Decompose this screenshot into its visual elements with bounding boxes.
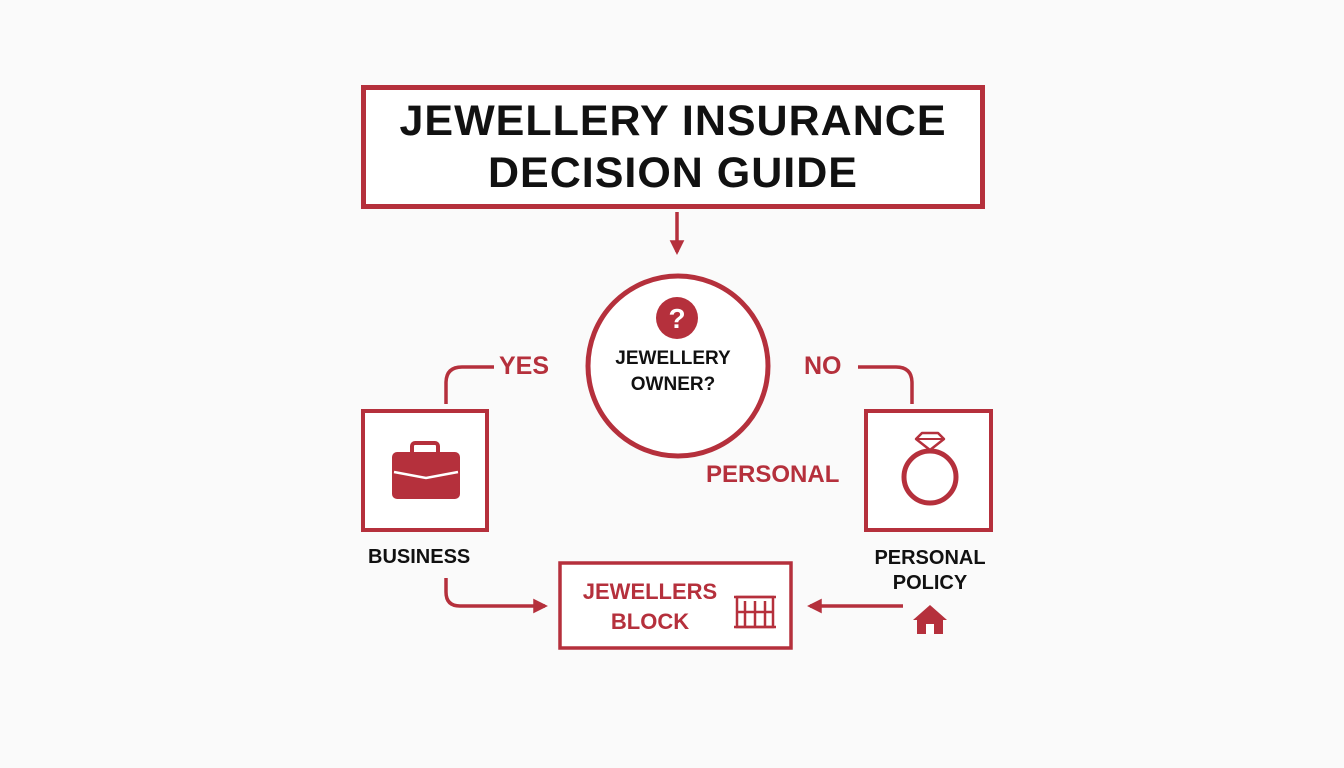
no-connector — [858, 365, 914, 404]
result-box — [558, 561, 793, 650]
diamond-ring-icon — [901, 431, 959, 506]
business-box — [361, 409, 489, 532]
personal-policy-line-2: POLICY — [892, 572, 968, 594]
building-icon — [734, 595, 776, 629]
title-box: JEWELLERY INSURANCE DECISION GUIDE — [361, 85, 985, 209]
decision-line-1: JEWELLERY — [615, 348, 731, 369]
decision-line-2: OWNER? — [630, 374, 716, 395]
personal-box — [864, 409, 993, 532]
svg-text:?: ? — [668, 303, 685, 334]
yes-connector — [444, 365, 494, 404]
result-label: JEWELLERS BLOCK — [560, 577, 740, 637]
personal-tag: PERSONAL — [706, 461, 840, 488]
personal-policy-line-1: PERSONAL — [874, 547, 986, 569]
home-icon — [913, 605, 947, 634]
business-to-result-arrow — [444, 578, 548, 614]
business-label: BUSINESS — [368, 546, 471, 568]
result-line-1: JEWELLERS — [582, 579, 718, 604]
yes-label: YES — [499, 352, 550, 380]
personal-policy-label: PERSONAL POLICY — [866, 546, 994, 596]
result-line-2: BLOCK — [610, 609, 690, 634]
no-label: NO — [804, 352, 842, 380]
title-line-1: JEWELLERY INSURANCE — [399, 97, 947, 145]
question-mark-icon: ? — [656, 297, 698, 339]
decision-circle — [585, 273, 771, 459]
title-line-2: DECISION GUIDE — [488, 149, 858, 197]
briefcase-icon — [392, 441, 460, 499]
decision-question: JEWELLERY OWNER? — [588, 346, 758, 398]
